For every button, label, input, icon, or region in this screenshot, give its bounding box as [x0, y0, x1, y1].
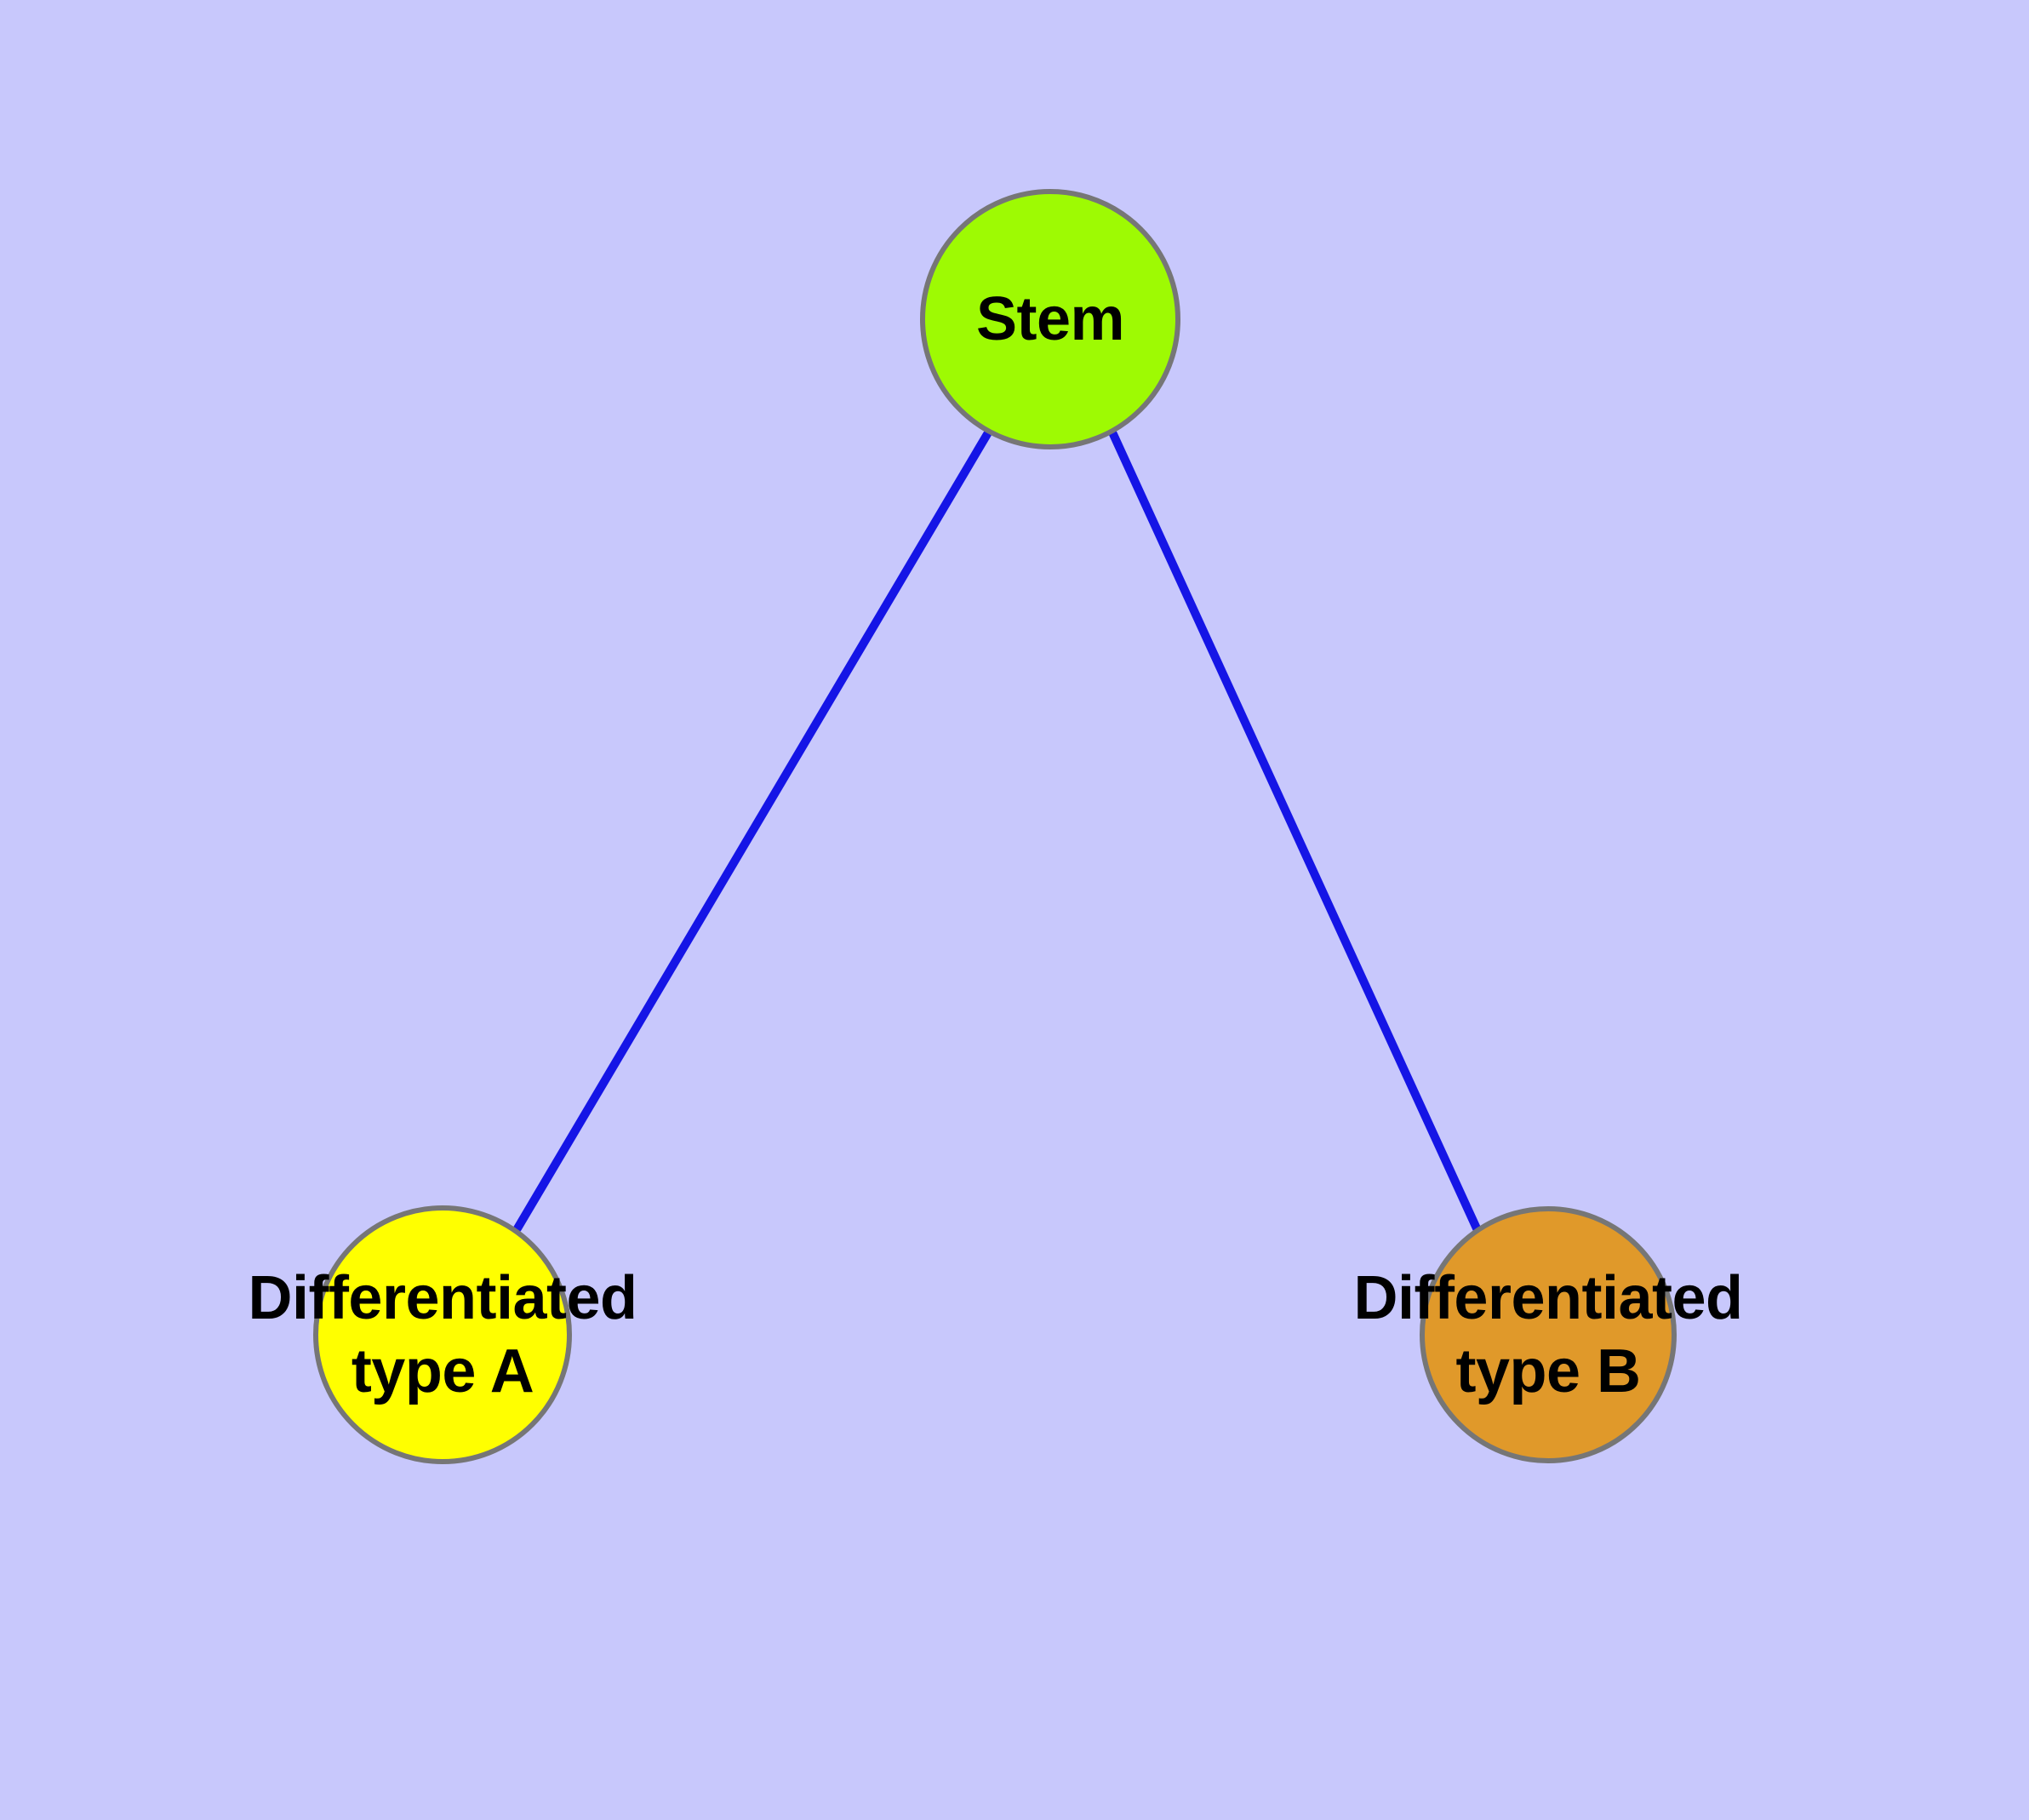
node-stem[interactable] — [920, 189, 1180, 449]
node-differentiated-type-a[interactable] — [313, 1205, 572, 1464]
node-differentiated-type-b[interactable] — [1420, 1206, 1677, 1463]
edge-stem-to-differentiated-type-a — [513, 430, 992, 1233]
edge-stem-to-differentiated-type-b — [1109, 430, 1481, 1233]
